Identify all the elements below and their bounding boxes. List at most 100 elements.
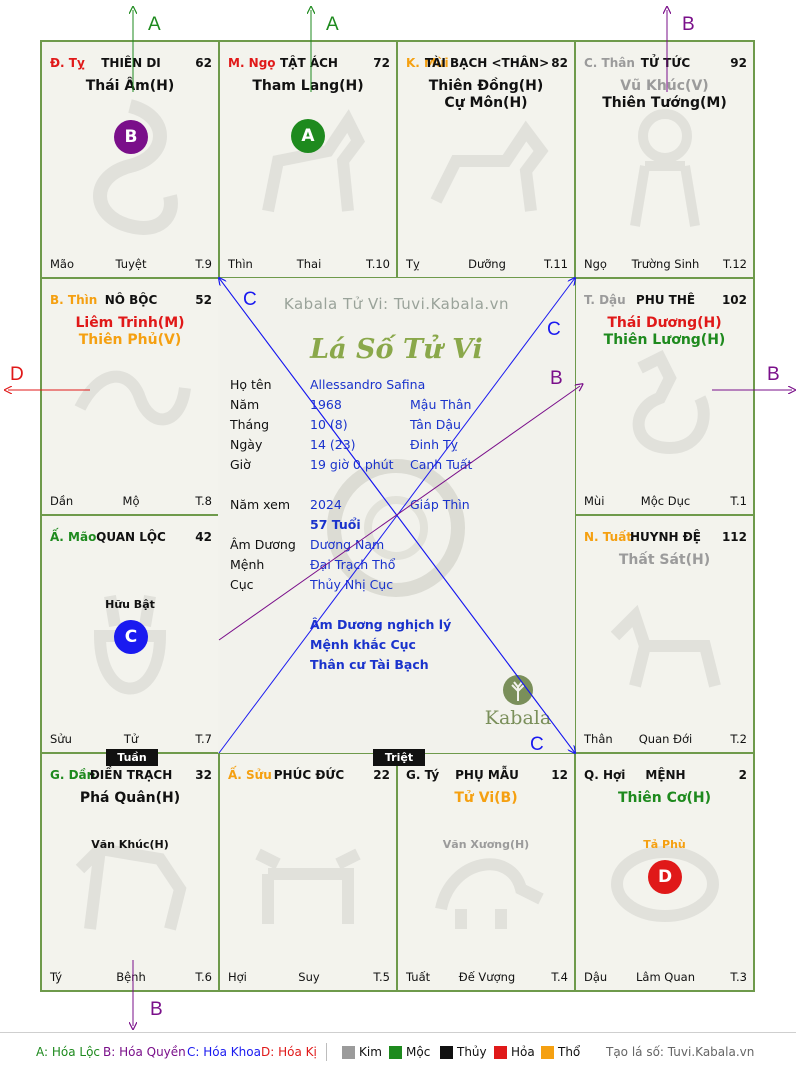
hoa-quyen-circle: B xyxy=(114,120,148,154)
monkey-image xyxy=(629,109,700,228)
palace-can: Ấ. Sửu xyxy=(228,768,272,782)
footer-right: T.12 xyxy=(723,257,747,271)
palace-number: 72 xyxy=(373,56,390,70)
label-b-top: B xyxy=(682,14,695,35)
swatch-thuy xyxy=(440,1046,453,1059)
footer-right: T.7 xyxy=(195,732,212,746)
footer-left: Thân xyxy=(584,732,613,746)
hoa-khoa-circle: C xyxy=(114,620,148,654)
palace-name: TỬ TỨC xyxy=(640,56,691,70)
footer-left: Dần xyxy=(50,494,74,508)
kabala-logo: Kabala xyxy=(483,673,553,733)
note-3: Thân cư Tài Bạch xyxy=(310,657,429,672)
palace-can: B. Thìn xyxy=(50,293,98,307)
footer-left: Ngọ xyxy=(584,257,607,271)
palace-number: 52 xyxy=(195,293,212,307)
palace-number: 102 xyxy=(721,293,747,307)
label-b-right: B xyxy=(767,364,780,385)
aux-star: Tả Phù xyxy=(643,838,686,851)
palace-can: K. Mùi xyxy=(406,56,449,70)
footer-left: Dậu xyxy=(584,970,608,984)
footer-right: T.5 xyxy=(373,970,390,984)
aux-star: Văn Khúc(H) xyxy=(91,838,169,851)
footer-left: Sửu xyxy=(50,732,72,746)
footer-right: T.3 xyxy=(730,970,747,984)
footer-right: T.1 xyxy=(730,494,747,508)
palace-can: N. Tuất xyxy=(584,530,633,544)
label-c-3: C xyxy=(530,734,544,755)
aux-star: Hữu Bật xyxy=(105,598,155,611)
legend-moc: Mộc xyxy=(406,1045,431,1059)
rooster-image xyxy=(632,350,710,455)
main-star: Thiên Lương(H) xyxy=(603,332,726,348)
goat-image xyxy=(430,120,549,212)
rat-image xyxy=(435,858,544,929)
legend-hoa-quyen: B: Hóa Quyền xyxy=(103,1045,186,1059)
palace-name: TÀI BẠCH <THÂN> xyxy=(424,56,550,70)
dragon-image xyxy=(74,370,191,426)
palace-name: PHỤ MẪU xyxy=(455,768,519,782)
palace-can: Ấ. Mão xyxy=(50,530,97,544)
palace-number: 2 xyxy=(738,768,747,782)
label-d-left: D xyxy=(10,364,24,385)
legend-site-link[interactable]: Tạo lá số: Tuvi.Kabala.vn xyxy=(606,1045,755,1059)
footer-center: Thai xyxy=(296,257,322,271)
legend-hoa: Hỏa xyxy=(511,1045,535,1059)
ox-image xyxy=(255,848,361,924)
kabala-logo-text: Kabala xyxy=(484,707,552,729)
tree-icon xyxy=(503,675,533,705)
footer-left: Tý xyxy=(50,970,63,984)
triet-tag: Triệt xyxy=(373,749,425,766)
palace-can: T. Dậu xyxy=(584,293,626,307)
label-b-line: B xyxy=(550,368,563,389)
aux-star: Văn Xương(H) xyxy=(442,838,530,851)
footer-right: T.6 xyxy=(195,970,212,984)
label-a-2: A xyxy=(326,14,339,35)
label-b-bottom: B xyxy=(150,999,163,1020)
chart-title: Lá Số Tử Vi xyxy=(310,334,483,365)
footer-center: Đế Vượng xyxy=(458,970,516,984)
main-star: Phá Quân(H) xyxy=(79,790,181,806)
footer-right: T.8 xyxy=(195,494,212,508)
main-star: Tham Lang(H) xyxy=(252,78,364,94)
legend-hoa-khoa: C: Hóa Khoa xyxy=(187,1045,261,1059)
footer-center: Suy xyxy=(298,970,320,984)
footer-center: Quan Đới xyxy=(638,732,693,746)
palace-can: M. Ngọ xyxy=(228,56,276,70)
palace-number: 112 xyxy=(721,530,747,544)
footer-right: T.11 xyxy=(544,257,568,271)
horse-image xyxy=(262,109,366,213)
palace-can: G. Tý xyxy=(406,768,440,782)
main-star: Thiên Cơ(H) xyxy=(617,790,712,806)
palace-number: 62 xyxy=(195,56,212,70)
footer-center: Lâm Quan xyxy=(636,970,695,984)
main-star: Thiên Phủ(V) xyxy=(78,332,182,348)
footer-right: T.10 xyxy=(366,257,390,271)
legend-tho: Thổ xyxy=(558,1045,581,1059)
palace-name: PHU THÊ xyxy=(635,293,696,307)
palace-name: HUYNH ĐỆ xyxy=(630,530,701,544)
palace-dau[interactable]: T. Dậu PHU THÊ 102 Thái Dương(H)Thiên Lươn… xyxy=(575,278,754,515)
main-star: Cự Môn(H) xyxy=(444,95,528,111)
footer-center: Trường Sinh xyxy=(631,257,700,271)
palace-number: 12 xyxy=(551,768,568,782)
footer-left: Mão xyxy=(50,257,75,271)
footer-center: Dưỡng xyxy=(468,257,506,271)
main-star: Thái Dương(H) xyxy=(607,315,722,331)
footer-left: Hợi xyxy=(228,970,247,984)
main-star: Vũ Khúc(V) xyxy=(620,78,709,94)
snake-image xyxy=(93,99,178,235)
main-star: Thiên Đồng(H) xyxy=(428,78,544,94)
